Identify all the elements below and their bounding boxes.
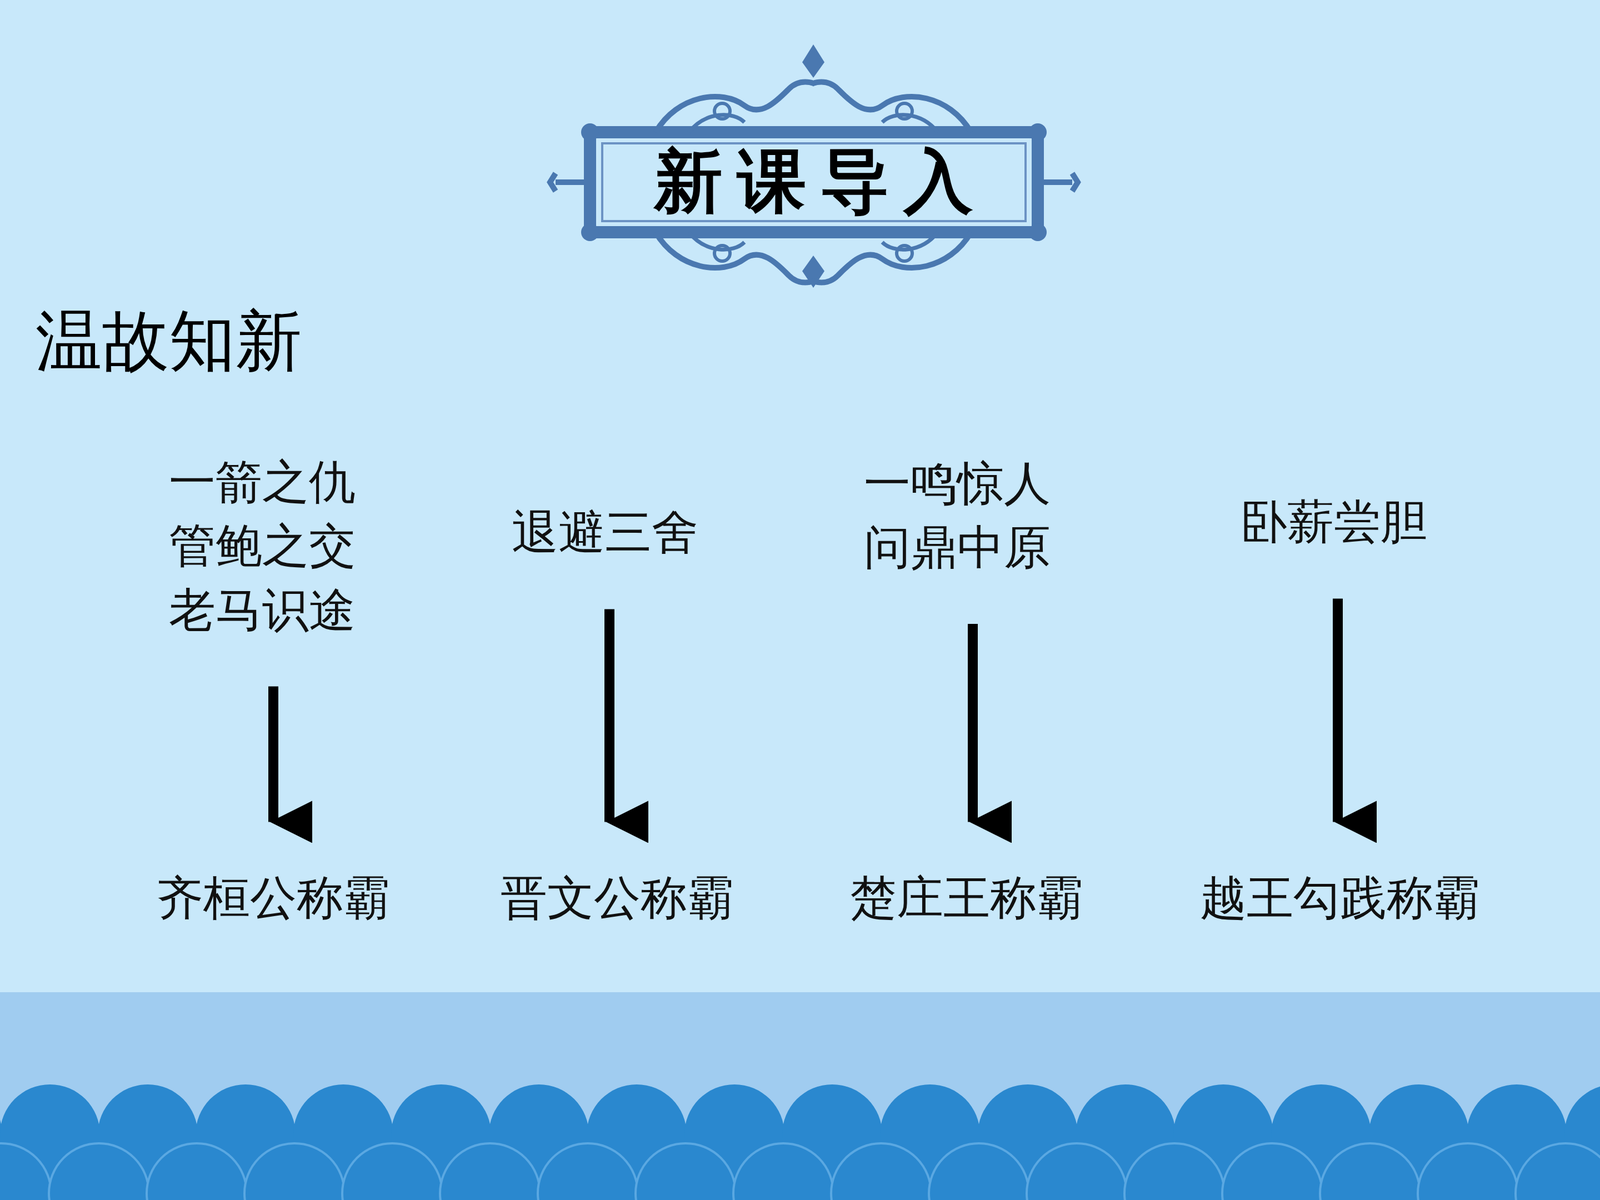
- hegemon-text: 晋文公称霸: [500, 866, 734, 930]
- idiom-text: 一箭之仇: [168, 450, 356, 514]
- down-arrow: [268, 686, 279, 823]
- idiom-text: 管鲍之交: [168, 513, 356, 578]
- scallop: [1320, 1143, 1420, 1200]
- idiom-group: 一箭之仇管鲍之交老马识途: [160, 444, 365, 648]
- scallop: [1124, 1143, 1225, 1200]
- scallop: [635, 1143, 736, 1200]
- down-arrow: [1332, 598, 1343, 823]
- scallop: [440, 1143, 540, 1200]
- title-frame: [550, 44, 1078, 288]
- scallop: [244, 1143, 345, 1200]
- scallop-pattern: [0, 1084, 1600, 1200]
- hegemon-box: 越王勾践称霸: [1191, 860, 1489, 936]
- scallop: [928, 1143, 1029, 1200]
- hegemon-box: 齐桓公称霸: [147, 860, 399, 936]
- scallop: [0, 1143, 52, 1200]
- hegemon-text: 齐桓公称霸: [156, 866, 390, 930]
- idiom-text: 老马识途: [168, 578, 356, 643]
- down-arrow: [604, 609, 615, 823]
- idiom-group: 一鸣惊人问鼎中原: [855, 446, 1060, 585]
- idiom-text: 一鸣惊人: [863, 451, 1051, 516]
- hegemon-box: 晋文公称霸: [491, 860, 743, 936]
- section-label: 温故知新: [35, 296, 303, 388]
- scallop: [342, 1143, 443, 1200]
- hegemon-text: 越王勾践称霸: [1200, 866, 1480, 930]
- scallop: [733, 1143, 834, 1200]
- down-arrow: [967, 623, 978, 822]
- idiom-text: 卧薪尝胆: [1240, 490, 1428, 554]
- hegemon-box: 楚庄王称霸: [841, 860, 1093, 936]
- scallop: [1417, 1143, 1518, 1200]
- scallop: [1222, 1143, 1323, 1200]
- idiom-text: 退避三舍: [511, 500, 699, 565]
- scallop: [1515, 1143, 1600, 1200]
- hegemon-text: 楚庄王称霸: [850, 866, 1084, 930]
- scallop: [831, 1143, 932, 1200]
- scallop: [146, 1143, 247, 1200]
- scallop: [1026, 1143, 1127, 1200]
- scallop: [48, 1143, 149, 1200]
- scallop: [537, 1143, 638, 1200]
- idiom-group: 退避三舍: [502, 495, 708, 570]
- idiom-text: 问鼎中原: [863, 515, 1051, 580]
- slide-title: 新课导入: [653, 136, 988, 229]
- idiom-group: 卧薪尝胆: [1231, 484, 1437, 560]
